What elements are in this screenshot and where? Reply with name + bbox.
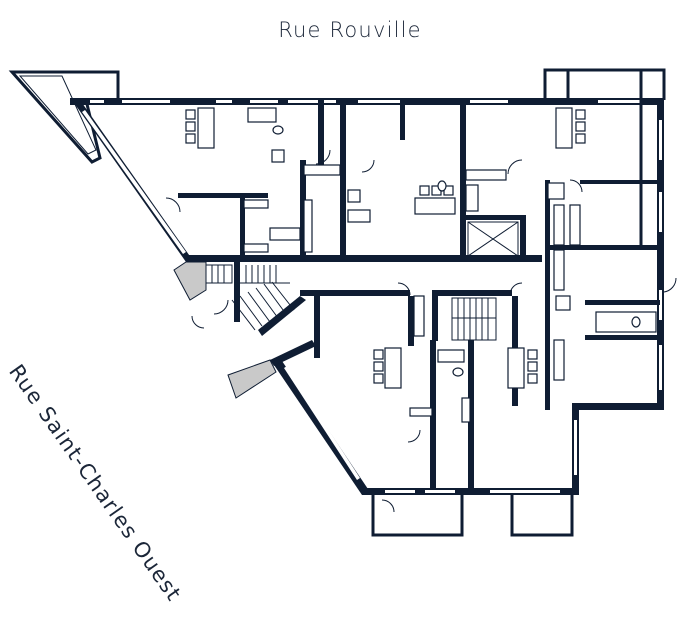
balcony-northwest (8, 70, 120, 164)
kitchen-island-icons (185, 107, 586, 389)
street-label-rue-rouville: Rue Rouville (278, 18, 422, 42)
door-swing-icons (165, 149, 677, 513)
bathroom-fixture-icons (247, 107, 657, 377)
exterior-walls (70, 98, 664, 495)
balconies-south (371, 495, 574, 537)
closet-icons (243, 164, 581, 423)
floor-plan (8, 68, 677, 537)
elevator-icon (467, 221, 519, 257)
stairs-west-icon (173, 261, 295, 399)
stairs-center-icon (451, 297, 497, 341)
balcony-northeast (543, 68, 666, 245)
